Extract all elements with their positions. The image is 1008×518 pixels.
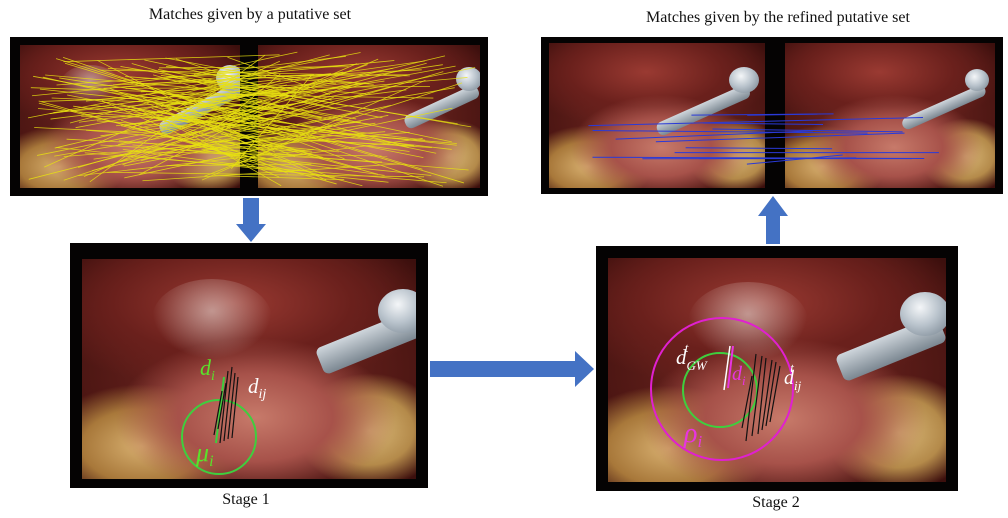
- caption-stage-1: Stage 1: [222, 491, 270, 509]
- putative-match-line: [63, 55, 279, 62]
- arrow-up: [758, 196, 788, 244]
- putative-match-line: [194, 52, 297, 74]
- refined-match-line: [703, 123, 823, 124]
- local-neighborhood-circle: [683, 353, 757, 427]
- caption-refined-matches: Matches given by the refined putative se…: [646, 9, 910, 27]
- stage-1-panel: di dij μi: [70, 243, 428, 488]
- caption-putative-matches: Matches given by a putative set: [149, 6, 351, 24]
- refined-match-lines: [541, 37, 1003, 194]
- descriptor-lines-d-ij: [742, 354, 780, 441]
- stage-2-overlay: [596, 246, 958, 491]
- putative-match-lines: [10, 37, 488, 196]
- refined-matches-panel: [541, 37, 1003, 194]
- stage-2-panel: dGWt di dijt ρi: [596, 246, 958, 491]
- putative-matches-panel: [10, 37, 488, 196]
- putative-match-line: [85, 153, 447, 183]
- putative-match-line: [146, 94, 436, 153]
- arrow-down: [236, 198, 266, 242]
- caption-stage-2: Stage 2: [752, 494, 800, 512]
- refined-match-line: [747, 155, 843, 164]
- refined-match-line: [686, 148, 832, 149]
- refined-match-line: [691, 114, 833, 115]
- arrow-right: [430, 351, 594, 387]
- refined-match-line: [588, 117, 923, 125]
- refined-match-line: [656, 133, 905, 142]
- descriptor-arrow-d-i: [216, 377, 224, 443]
- refined-match-line: [592, 157, 924, 158]
- stage-1-overlay: [70, 243, 428, 488]
